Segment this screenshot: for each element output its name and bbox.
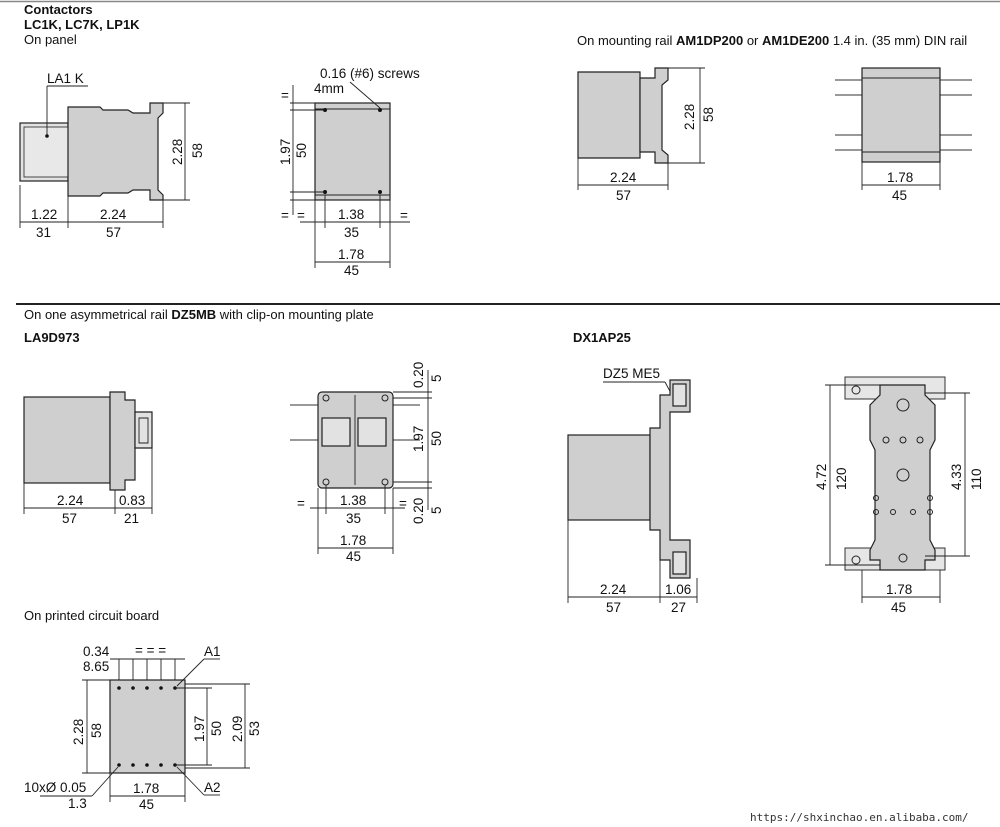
la9d973-side-view: 2.24 57 0.83 21 [23, 391, 153, 526]
svg-text:=: = [281, 88, 289, 103]
svg-text:50: 50 [294, 143, 309, 158]
svg-text:1.78: 1.78 [887, 170, 913, 185]
svg-text:4.33: 4.33 [949, 464, 964, 490]
dx1ap25-front-view: 4.72 120 4.33 110 1.78 45 [814, 376, 984, 615]
svg-text:1.3: 1.3 [68, 796, 87, 811]
svg-text:8.65: 8.65 [83, 659, 109, 674]
svg-text:120: 120 [834, 467, 849, 490]
rail-caption: On mounting rail AM1DP200 or AM1DE200 1.… [577, 33, 967, 48]
svg-text:58: 58 [89, 723, 104, 738]
svg-text:0.16 (#6) screws: 0.16 (#6) screws [320, 66, 420, 81]
svg-text:10xØ 0.05: 10xØ 0.05 [24, 780, 86, 795]
svg-text:50: 50 [429, 431, 444, 446]
dx1ap25-title: DX1AP25 [573, 330, 631, 345]
svg-text:0.34: 0.34 [83, 644, 110, 659]
svg-text:=: = [297, 208, 305, 223]
svg-text:5: 5 [429, 374, 444, 382]
la1k-label: LA1 K [47, 71, 84, 86]
svg-text:45: 45 [139, 797, 154, 812]
panel-front-view: 0.16 (#6) screws 4mm 1.97 50 = = = = 1.3… [278, 66, 420, 278]
source-url: https://shxinchao.en.alibaba.com/ [750, 811, 969, 824]
svg-text:57: 57 [106, 225, 121, 240]
svg-text:35: 35 [346, 511, 361, 526]
svg-text:50: 50 [209, 721, 224, 736]
svg-text:1.78: 1.78 [133, 781, 159, 796]
svg-text:1.78: 1.78 [338, 247, 364, 262]
svg-text:=: = [297, 496, 305, 511]
svg-text:1.06: 1.06 [665, 582, 691, 597]
rail-side-view: 2.28 58 2.24 57 [577, 67, 716, 203]
svg-text:2.24: 2.24 [600, 582, 627, 597]
svg-text:57: 57 [606, 600, 621, 615]
la9d973-title: LA9D973 [24, 330, 80, 345]
svg-text:45: 45 [346, 549, 361, 564]
svg-text:=: = [400, 208, 408, 223]
svg-text:= = =: = = = [135, 643, 166, 658]
svg-text:1.97: 1.97 [411, 426, 426, 452]
svg-text:5: 5 [429, 506, 444, 514]
svg-text:0.20: 0.20 [411, 498, 426, 524]
svg-text:2.24: 2.24 [100, 207, 127, 222]
panel-side-view: LA1 K 1.22 31 2.24 57 2.28 58 [19, 71, 205, 240]
rail-front-view: 1.78 45 [835, 67, 972, 203]
svg-text:21: 21 [124, 511, 139, 526]
svg-text:2.28: 2.28 [682, 104, 697, 130]
pcb-caption: On printed circuit board [24, 608, 159, 623]
svg-text:4mm: 4mm [314, 81, 344, 96]
svg-text:27: 27 [671, 600, 686, 615]
svg-text:1.22: 1.22 [31, 207, 57, 222]
svg-text:1.78: 1.78 [886, 582, 912, 597]
svg-text:45: 45 [344, 263, 359, 278]
svg-text:57: 57 [62, 511, 77, 526]
pcb-view: 0.348.65 = = = A1 A2 2.28 58 1.97 50 2.0… [24, 643, 262, 812]
svg-text:45: 45 [892, 188, 907, 203]
svg-text:35: 35 [344, 225, 359, 240]
title: Contactors [24, 2, 93, 17]
svg-text:=: = [281, 208, 289, 223]
svg-text:0.20: 0.20 [411, 362, 426, 388]
models: LC1K, LC7K, LP1K [24, 17, 140, 32]
svg-text:4.72: 4.72 [814, 464, 829, 490]
section2-caption: On one asymmetrical rail DZ5MB with clip… [24, 307, 374, 322]
svg-text:2.09: 2.09 [230, 716, 245, 742]
svg-text:110: 110 [969, 468, 984, 490]
svg-text:DZ5 ME5: DZ5 ME5 [603, 366, 660, 381]
svg-text:1.38: 1.38 [338, 207, 364, 222]
svg-text:1.78: 1.78 [340, 533, 366, 548]
svg-text:2.28: 2.28 [71, 719, 86, 745]
svg-text:45: 45 [891, 600, 906, 615]
svg-text:0.83: 0.83 [119, 493, 145, 508]
svg-text:1.38: 1.38 [340, 493, 366, 508]
svg-text:1.97: 1.97 [278, 139, 293, 165]
svg-text:53: 53 [247, 721, 262, 736]
svg-text:2.28: 2.28 [170, 139, 185, 165]
svg-text:A1: A1 [204, 644, 221, 659]
svg-text:31: 31 [36, 225, 51, 240]
svg-text:2.24: 2.24 [610, 170, 637, 185]
svg-text:2.24: 2.24 [57, 493, 84, 508]
svg-text:=: = [399, 496, 407, 511]
on-panel-label: On panel [24, 32, 77, 47]
svg-text:57: 57 [616, 188, 631, 203]
dx1ap25-side-view: DZ5 ME5 2.24 57 1.06 27 [567, 366, 698, 615]
svg-text:58: 58 [701, 107, 716, 122]
svg-text:1.97: 1.97 [192, 716, 207, 742]
svg-text:58: 58 [190, 143, 205, 158]
svg-text:A2: A2 [204, 780, 221, 795]
